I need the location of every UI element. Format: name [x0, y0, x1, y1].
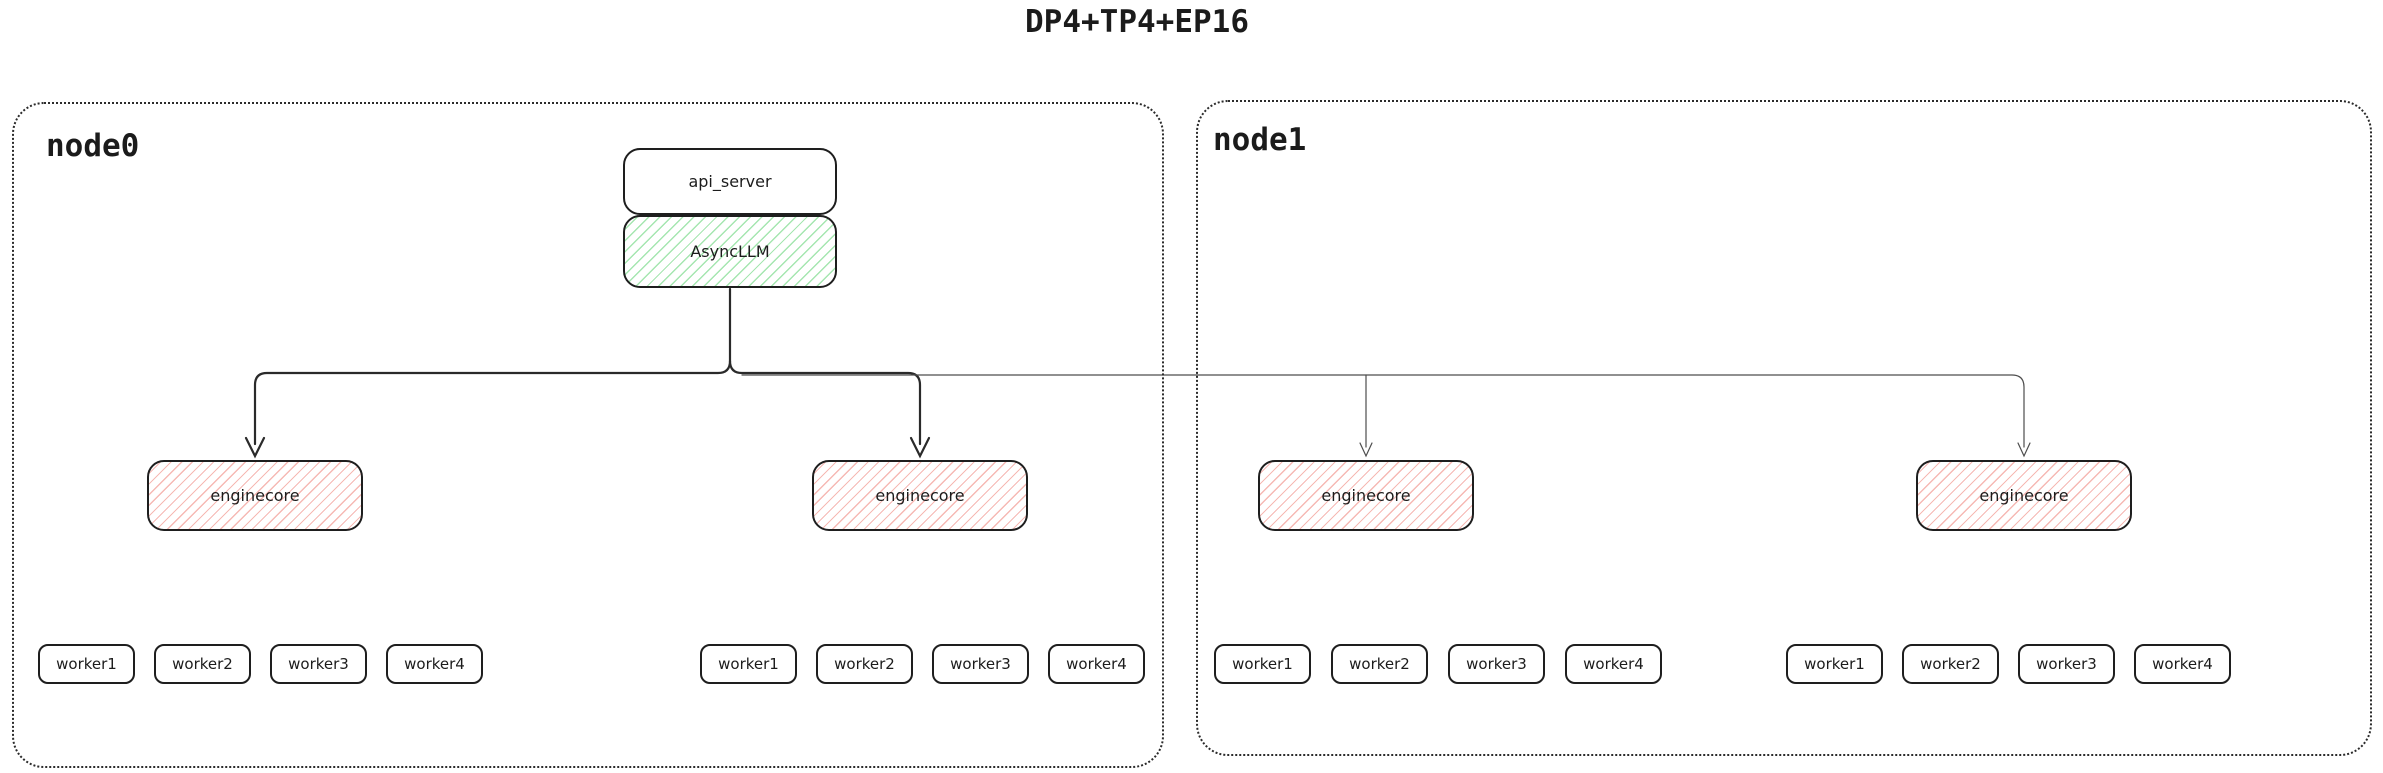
worker-label: worker2: [1920, 655, 1981, 673]
worker-box: worker2: [1902, 644, 1999, 684]
worker-label: worker3: [2036, 655, 2097, 673]
node0-container: node0: [12, 102, 1164, 768]
worker-label: worker2: [172, 655, 233, 673]
enginecore-box-1: enginecore: [812, 460, 1028, 531]
enginecore-label: enginecore: [875, 486, 965, 505]
worker-box: worker2: [816, 644, 913, 684]
worker-box: worker3: [270, 644, 367, 684]
worker-box: worker1: [38, 644, 135, 684]
enginecore-box-3: enginecore: [1916, 460, 2132, 531]
worker-box: worker4: [1048, 644, 1145, 684]
enginecore-label: enginecore: [1321, 486, 1411, 505]
asyncllm-label: AsyncLLM: [690, 242, 770, 261]
worker-box: worker4: [386, 644, 483, 684]
worker-box: worker4: [2134, 644, 2231, 684]
worker-label: worker1: [1804, 655, 1865, 673]
asyncllm-box: AsyncLLM: [623, 215, 837, 288]
worker-box: worker1: [700, 644, 797, 684]
worker-label: worker1: [56, 655, 117, 673]
worker-box: worker4: [1565, 644, 1662, 684]
api-server-box: api_server: [623, 148, 837, 215]
node1-container: node1: [1196, 100, 2372, 756]
node0-label: node0: [46, 128, 140, 164]
enginecore-label: enginecore: [210, 486, 300, 505]
worker-label: worker1: [718, 655, 779, 673]
worker-box: worker1: [1214, 644, 1311, 684]
worker-box: worker3: [1448, 644, 1545, 684]
worker-label: worker2: [834, 655, 895, 673]
node1-label: node1: [1213, 122, 1307, 158]
worker-label: worker4: [1583, 655, 1644, 673]
worker-label: worker3: [1466, 655, 1527, 673]
worker-label: worker4: [2152, 655, 2213, 673]
worker-box: worker3: [932, 644, 1029, 684]
enginecore-label: enginecore: [1979, 486, 2069, 505]
worker-label: worker3: [950, 655, 1011, 673]
enginecore-box-2: enginecore: [1258, 460, 1474, 531]
worker-box: worker3: [2018, 644, 2115, 684]
worker-label: worker4: [1066, 655, 1127, 673]
worker-box: worker1: [1786, 644, 1883, 684]
worker-label: worker1: [1232, 655, 1293, 673]
worker-box: worker2: [154, 644, 251, 684]
worker-label: worker4: [404, 655, 465, 673]
worker-label: worker2: [1349, 655, 1410, 673]
api-server-label: api_server: [688, 172, 772, 191]
worker-label: worker3: [288, 655, 349, 673]
diagram-title: DP4+TP4+EP16: [1025, 4, 1249, 40]
enginecore-box-0: enginecore: [147, 460, 363, 531]
worker-box: worker2: [1331, 644, 1428, 684]
